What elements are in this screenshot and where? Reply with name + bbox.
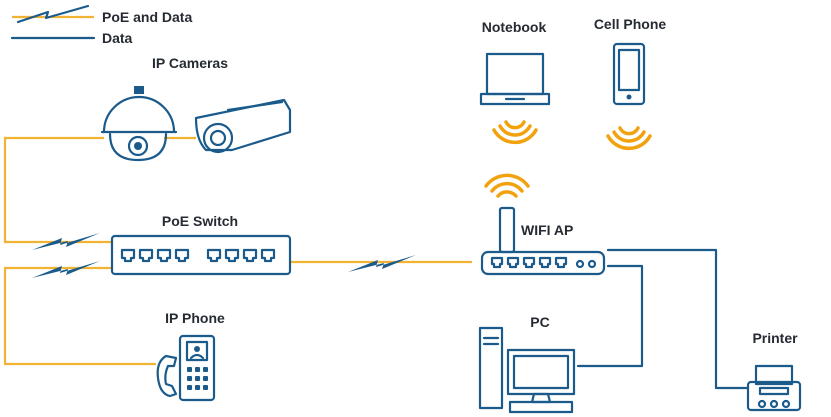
wifi-signal-icon — [606, 126, 652, 151]
wifi-signal-icon — [492, 120, 538, 145]
label-ip-cameras: IP Cameras — [152, 55, 228, 71]
pc-icon — [478, 326, 576, 414]
label-cell-phone: Cell Phone — [594, 16, 667, 32]
lightning-icon — [348, 255, 416, 272]
lightning-bolts — [32, 233, 416, 278]
data-line-printer — [606, 248, 750, 390]
poe-line-phone — [3, 266, 156, 366]
label-wifi-ap: WIFI AP — [521, 222, 573, 238]
data-lines — [576, 248, 750, 390]
label-notebook: Notebook — [482, 19, 547, 35]
wifi-signal-icon — [484, 173, 530, 198]
printer-icon — [746, 364, 802, 412]
lightning-icon — [32, 233, 100, 250]
legend: PoE and Data Data — [10, 4, 192, 46]
poe-switch-icon — [110, 234, 292, 276]
legend-poe-label: PoE and Data — [102, 9, 192, 25]
label-pc: PC — [530, 314, 549, 330]
cell-phone-icon — [612, 42, 646, 106]
dome-camera-icon — [100, 86, 178, 162]
legend-data-label: Data — [102, 30, 133, 46]
bullet-camera-icon — [194, 98, 292, 154]
label-printer: Printer — [752, 330, 798, 346]
lightning-icon — [16, 4, 90, 24]
notebook-icon — [479, 52, 551, 106]
data-line-pc — [576, 264, 644, 368]
lightning-icon — [32, 261, 100, 278]
label-poe-switch: PoE Switch — [162, 213, 238, 229]
label-ip-phone: IP Phone — [165, 310, 225, 326]
wifi-router-icon — [480, 206, 606, 276]
poe-line-cameras — [3, 136, 112, 244]
ip-phone-icon — [156, 334, 216, 402]
